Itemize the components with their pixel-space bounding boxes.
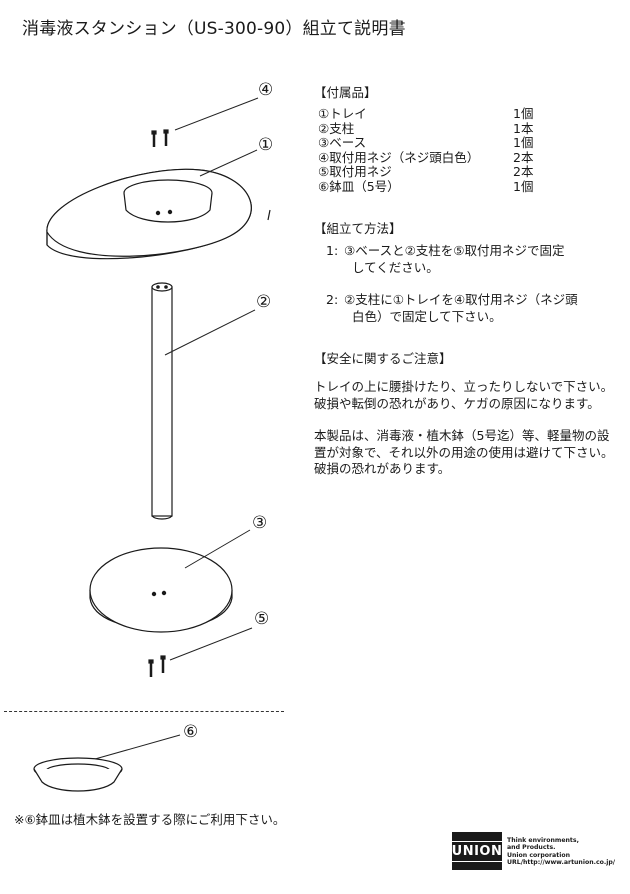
step-number: 1: <box>326 243 339 258</box>
parts-row: ①トレイ 1個 <box>314 106 553 122</box>
brand-tagline: Think environments, and Products. Union … <box>507 837 615 867</box>
label-pole-2: ② <box>256 292 272 312</box>
part-name: ③ベース <box>318 135 367 151</box>
part-qty: 2本 <box>513 164 534 180</box>
parts-heading: 【付属品】 <box>314 85 377 100</box>
assembly-step-1: 1: ③ベースと②支柱を⑤取付用ネジで固定 してください。 <box>326 243 614 276</box>
logo-text: UNION <box>447 840 507 862</box>
part-qty: 1個 <box>513 106 534 121</box>
safety-section: 【安全に関するご注意】 トレイの上に腰掛けたり、立ったりしないで下さい。 破損や… <box>314 348 624 488</box>
dish-note: ※⑥鉢皿は植木鉢を設置する際にご利用下さい。 <box>14 812 286 827</box>
tagline-line: Think environments, <box>507 837 579 844</box>
step-text: ②支柱に①トレイを④取付用ネジ（ネジ頭 <box>344 292 578 307</box>
safety-heading: 【安全に関するご注意】 <box>314 351 452 366</box>
parts-row: ③ベース 1個 <box>314 136 553 151</box>
safety-line: 本製品は、消毒液・植木鉢（5号迄）等、軽量物の設 <box>314 428 610 443</box>
part-qty: 1個 <box>513 135 534 151</box>
union-logo: UNION <box>447 832 507 870</box>
part-name: ⑥鉢皿（5号） <box>318 178 400 194</box>
parts-section: 【付属品】 ①トレイ 1個 ②支柱 1本 ③ベース 1個 ④取付用ネジ（ネジ頭白… <box>314 82 553 195</box>
part-name: ②支柱 <box>318 120 355 136</box>
part-name: ①トレイ <box>318 106 367 121</box>
safety-line: 破損の恐れがあります。 <box>314 461 451 476</box>
page-title: 消毒液スタンション（US-300-90）組立て説明書 <box>22 19 406 39</box>
dashed-divider <box>4 711 284 712</box>
label-screw-4: ④ <box>258 80 274 100</box>
label-screw-5: ⑤ <box>254 609 270 629</box>
safety-line: 置が対象で、それ以外の用途の使用は避けて下さい。 <box>314 444 614 460</box>
tagline-line: Union corporation <box>507 851 570 859</box>
step-text: 白色）で固定して下さい。 <box>352 308 502 324</box>
parts-row: ④取付用ネジ（ネジ頭白色） 2本 <box>314 149 553 166</box>
parts-row: ⑤取付用ネジ 2本 <box>314 165 553 180</box>
tagline-url: URL/http://www.artunion.co.jp/ <box>507 859 616 867</box>
part-name: ④取付用ネジ（ネジ頭白色） <box>318 149 480 165</box>
part-qty: 2本 <box>513 149 534 165</box>
step-text: してください。 <box>352 259 439 275</box>
assembly-section: 【組立て方法】 1: ③ベースと②支柱を⑤取付用ネジで固定 してください。 2: ②… <box>314 218 614 325</box>
safety-line: 破損や転倒の恐れがあり、ケガの原因になります。 <box>314 395 600 411</box>
dish-6-illustration <box>33 757 123 792</box>
safety-paragraph-1: トレイの上に腰掛けたり、立ったりしないで下さい。 破損や転倒の恐れがあり、ケガの… <box>314 379 624 412</box>
base-3-illustration <box>89 547 233 633</box>
safety-paragraph-2: 本製品は、消毒液・植木鉢（5号迄）等、軽量物の設 置が対象で、それ以外の用途の使… <box>314 428 624 478</box>
safety-line: トレイの上に腰掛けたり、立ったりしないで下さい。 <box>314 379 614 394</box>
assembly-step-2: 2: ②支柱に①トレイを④取付用ネジ（ネジ頭 白色）で固定して下さい。 <box>326 292 614 325</box>
part-qty: 1本 <box>513 120 534 136</box>
parts-row: ②支柱 1本 <box>314 120 553 137</box>
label-base-3: ③ <box>252 513 268 533</box>
step-text: ③ベースと②支柱を⑤取付用ネジで固定 <box>344 243 565 258</box>
part-qty: 1個 <box>513 178 534 194</box>
tagline-line: and Products. <box>507 844 556 852</box>
parts-row: ⑥鉢皿（5号） 1個 <box>314 178 553 195</box>
assembly-heading: 【組立て方法】 <box>314 221 402 236</box>
label-tray-1: ① <box>258 135 274 155</box>
screws-5-illustration <box>148 655 166 677</box>
label-dish-6: ⑥ <box>183 722 199 742</box>
screws-4-illustration <box>151 129 169 147</box>
part-name: ⑤取付用ネジ <box>318 164 392 180</box>
tray-1-illustration <box>46 168 271 260</box>
pole-2-illustration <box>151 282 173 520</box>
step-number: 2: <box>326 292 339 307</box>
